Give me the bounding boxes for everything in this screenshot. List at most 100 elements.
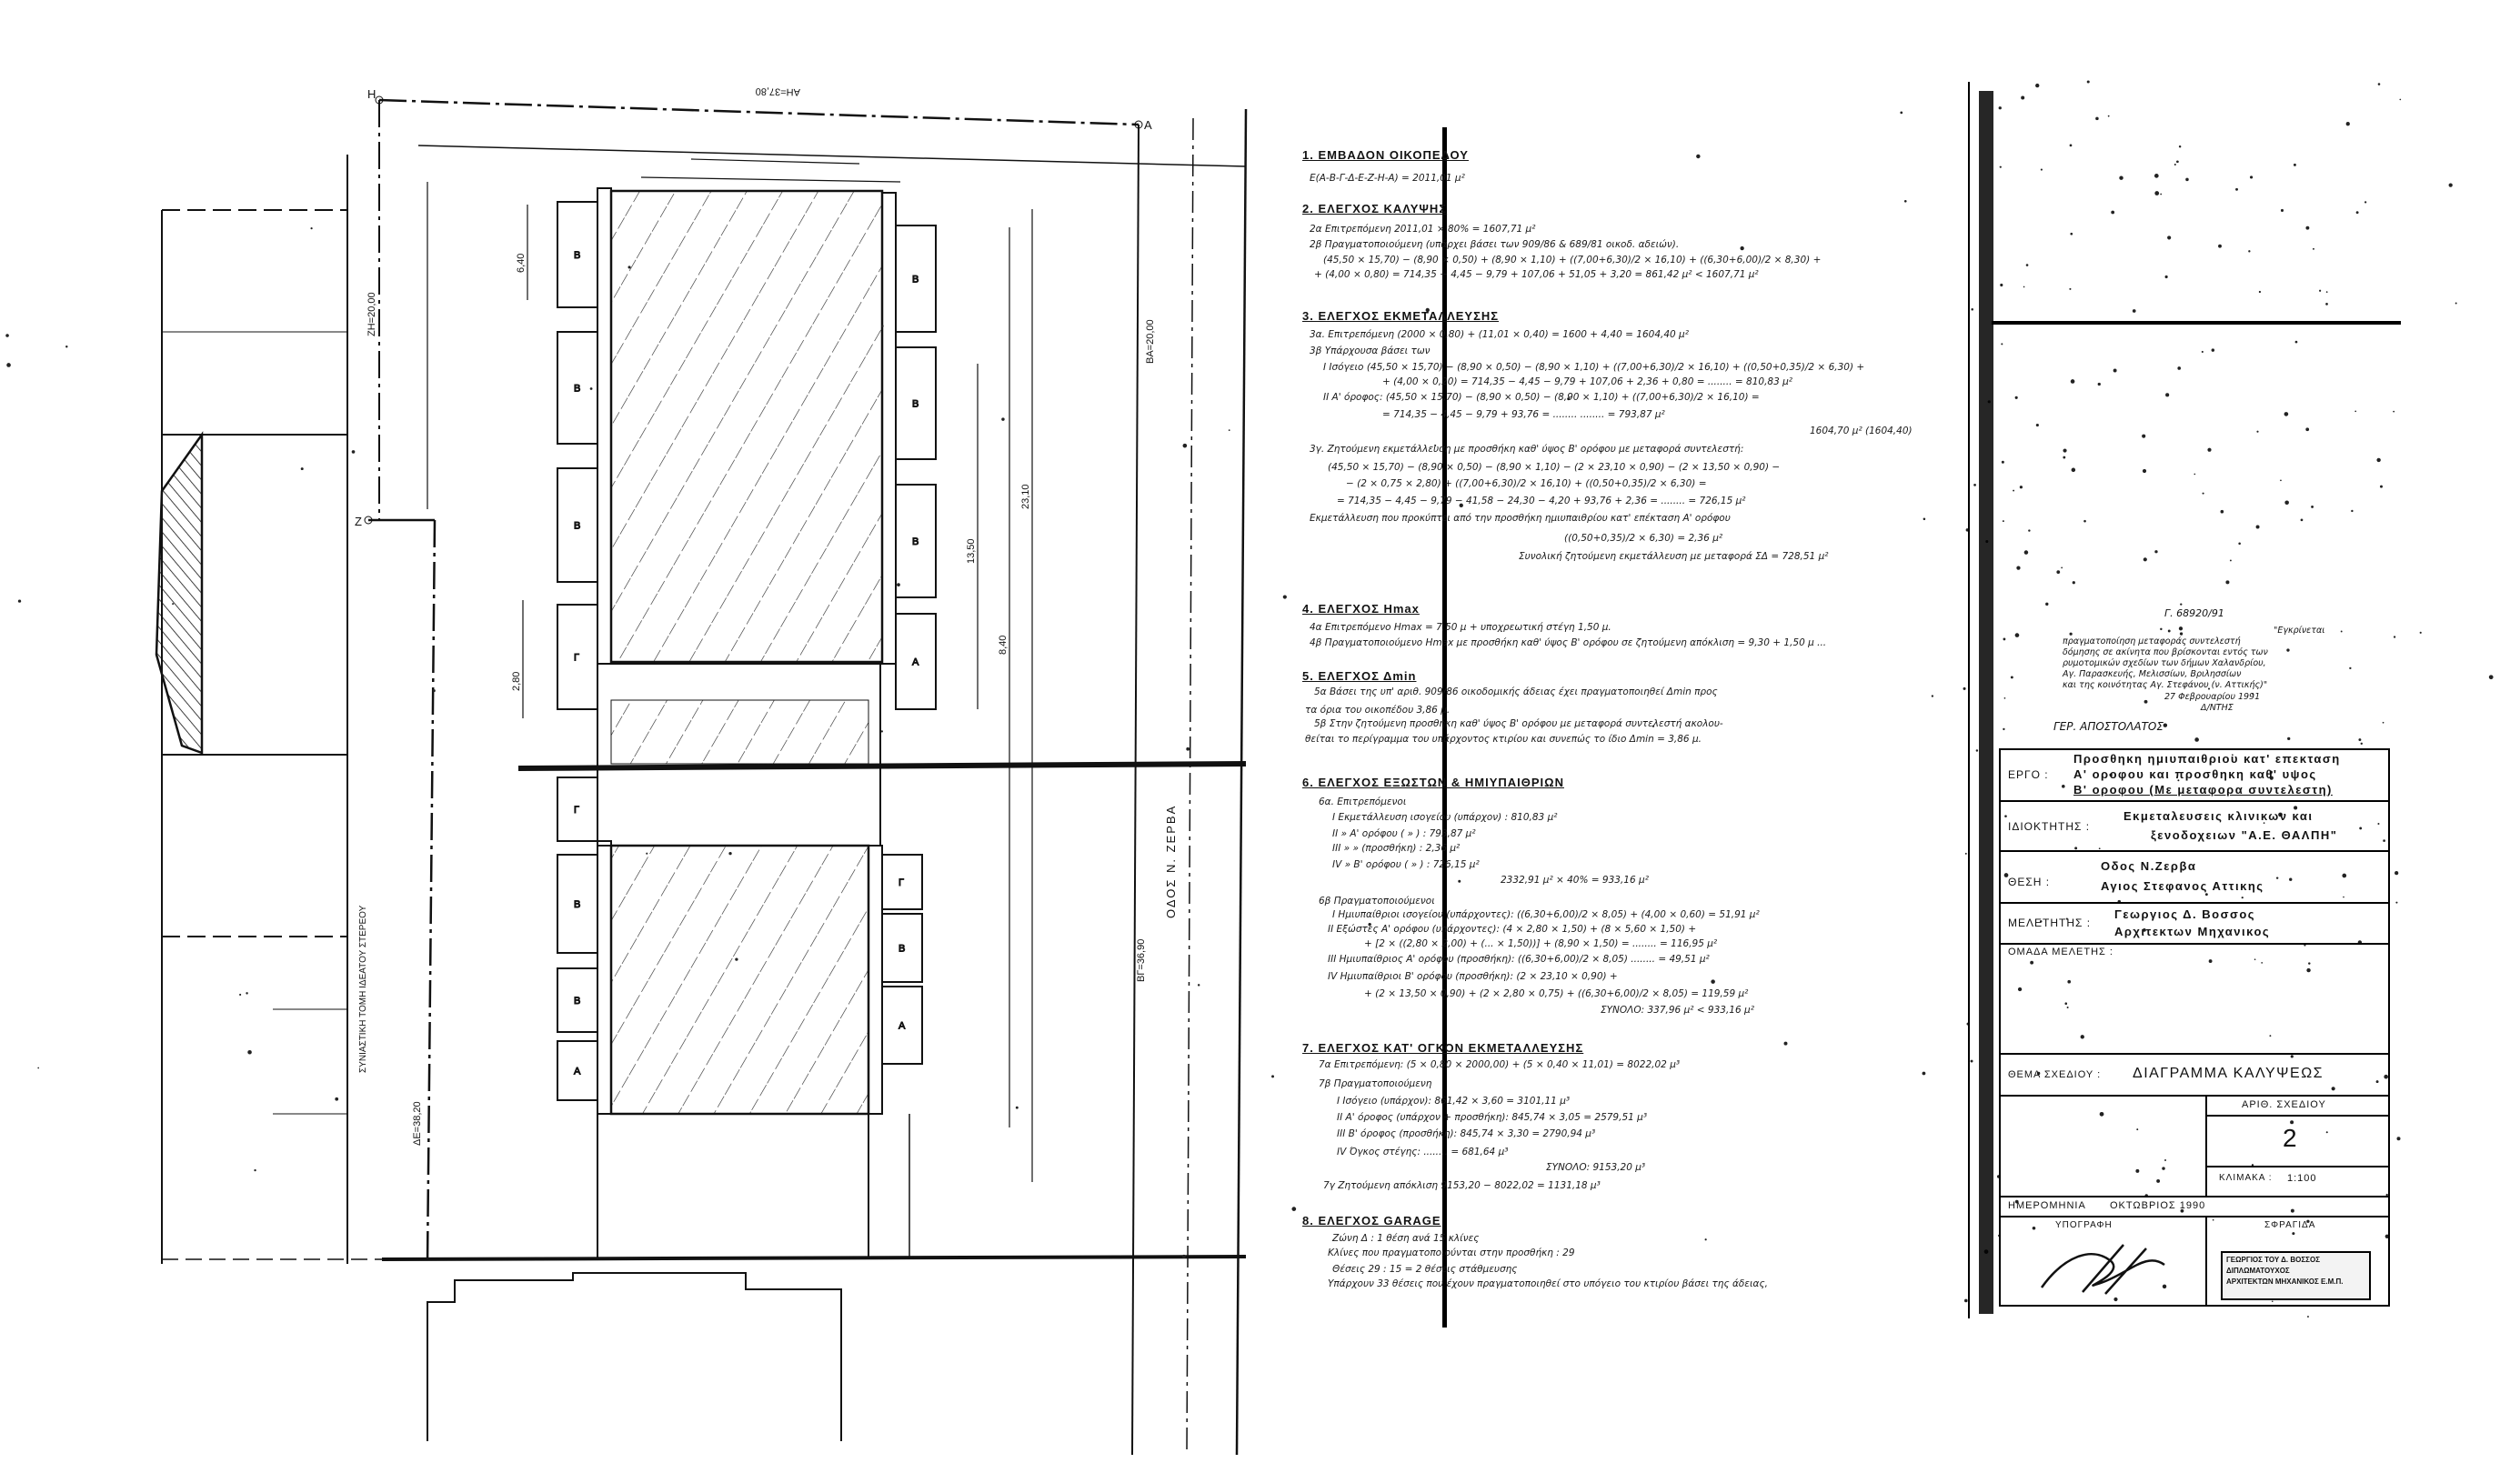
- sheet-divider-line: [1992, 321, 2401, 325]
- dimension-lines: [522, 158, 1033, 1182]
- scan-speckle: [2358, 738, 2362, 742]
- calc-section-heading: 8. ΕΛΕΓΧΟΣ GARAGE: [1302, 1214, 1441, 1227]
- calc-line: 3γ. Ζητούμενη εκμετάλλευση με προσθήκη κ…: [1310, 444, 1744, 455]
- scan-speckle: [2360, 742, 2363, 745]
- calc-line: ΙΙ Α' όροφος: (45,50 × 15,70) − (8,90 × …: [1323, 392, 1760, 403]
- scan-speckle: [2080, 1035, 2084, 1039]
- scan-speckle: [1001, 417, 1005, 421]
- dim-BG: ΒΓ=36,90: [1136, 939, 1147, 982]
- scan-speckle: [432, 689, 436, 693]
- scan-speckle: [2385, 1193, 2388, 1197]
- scan-speckle: [2065, 917, 2068, 920]
- scan-speckle: [2014, 396, 2018, 399]
- calc-line: τα όρια του οικοπέδου 3,86 μ.: [1305, 705, 1451, 716]
- scan-speckle: [2070, 232, 2073, 235]
- scan-speckle: [1931, 695, 1934, 697]
- balcony-label: Γ: [574, 653, 579, 664]
- scan-speckle: [2284, 412, 2289, 416]
- scan-speckle: [2345, 122, 2350, 126]
- balcony-label: Β: [899, 944, 905, 955]
- scan-speckle: [2177, 779, 2180, 782]
- calc-line: 6β Πραγματοποιούμενοι: [1319, 896, 1435, 907]
- calc-line: ΣΥΝΟΛΟ: 9153,20 μ³: [1546, 1162, 1646, 1173]
- balcony-label: Β: [912, 399, 919, 410]
- scan-speckle: [254, 1168, 256, 1172]
- scan-speckle: [1711, 979, 1715, 984]
- team-row: ΟΜΑΔΑ ΜΕΛΕΤΗΣ :: [2001, 945, 2388, 1055]
- scan-speckle: [2376, 457, 2381, 463]
- scan-speckle: [2278, 812, 2283, 817]
- scan-speckle: [2393, 636, 2396, 638]
- calc-line: + (4,00 × 0,20) = 714,35 − 4,45 − 9,79 +…: [1382, 376, 1793, 387]
- date-label: ΗΜΕΡΟΜΗΝΙΑ: [2008, 1200, 2086, 1211]
- calc-line: ΙΙ » Α' ορόφου ( » ) : 793,87 μ²: [1332, 828, 1476, 839]
- scan-speckle: [2002, 520, 2004, 523]
- location-line: Αγιος Στεφανος Αττικης: [2101, 879, 2264, 893]
- scan-speckle: [2377, 822, 2380, 826]
- calc-line: Υπάρχουν 33 θέσεις που έχουν πραγματοποι…: [1328, 1278, 1768, 1289]
- scan-speckle: [2023, 550, 2029, 555]
- balcony: [895, 613, 937, 710]
- balcony: [557, 1040, 598, 1101]
- sheet-edge-strip: [1979, 91, 1993, 1314]
- calc-line: 5β Στην ζητούμενη προσθήκη καθ' ύψος Β' …: [1314, 718, 1723, 729]
- lower-structure-outline: [427, 1272, 842, 1441]
- scan-speckle: [2258, 290, 2262, 294]
- calc-line: ΙΙΙ Ημιυπαίθριος Α' ορόφου (προσθήκη): (…: [1328, 954, 1710, 965]
- scan-speckle: [2178, 145, 2182, 148]
- calc-line: ΙΙΙ » » (προσθήκη) : 2,36 μ²: [1332, 843, 1461, 854]
- scan-speckle: [2375, 1080, 2379, 1084]
- calc-line: 2α Επιτρεπόμενη 2011,01 × 80% = 1607,71 …: [1310, 224, 1536, 235]
- scan-speckle: [2019, 486, 2023, 489]
- scan-speckle: [65, 345, 68, 348]
- balcony: [557, 604, 598, 710]
- scan-speckle: [2160, 193, 2163, 195]
- approval-line: "Εγκρίνεται: [2274, 626, 2325, 636]
- approval-ref: Γ. 68920/91: [2164, 607, 2224, 619]
- scan-speckle: [2384, 1234, 2389, 1238]
- scan-speckle: [2182, 868, 2184, 871]
- scan-speckle: [1970, 1059, 1973, 1063]
- scan-speckle: [2218, 244, 2222, 248]
- calc-section-heading: 3. ΕΛΕΓΧΟΣ ΕΚΜΕΤΑΛΛΕΥΣΗΣ: [1302, 309, 1500, 323]
- scan-speckle: [2225, 580, 2230, 585]
- scan-speckle: [2032, 1226, 2036, 1230]
- scan-speckle: [2202, 492, 2204, 495]
- neighbour-plot: [155, 155, 348, 1264]
- scan-speckle: [2156, 1178, 2161, 1183]
- scan-speckle: [2177, 366, 2182, 370]
- scan-speckle: [1271, 1075, 1274, 1078]
- team-label: ΟΜΑΔΑ ΜΕΛΕΤΗΣ :: [2008, 947, 2113, 957]
- handwritten-signature: [2040, 1244, 2165, 1295]
- calc-line: 3β Υπάρχουσα βάσει των: [1310, 346, 1431, 356]
- project-line: Β' οροφου (Με μεταφορα συντελεστη): [2073, 783, 2333, 797]
- scan-speckle: [2325, 1131, 2328, 1134]
- scan-speckle: [2185, 177, 2189, 182]
- scan-speckle: [2343, 896, 2344, 898]
- scan-speckle: [1182, 443, 1188, 448]
- approval-line: Αγ. Παρασκευής, Μελισσίων, Βριλησσίων: [2063, 669, 2242, 679]
- scan-speckle: [2071, 467, 2076, 473]
- scan-speckle: [2001, 460, 2004, 464]
- calc-line: = 714,35 − 4,45 − 9,79 − 41,58 − 24,30 −…: [1337, 496, 1746, 506]
- calc-line: Ζώνη Δ : 1 θέση ανά 15 κλίνες: [1332, 1233, 1480, 1244]
- scan-speckle: [2290, 1208, 2294, 1213]
- scan-speckle: [1015, 1106, 1019, 1109]
- calc-line: ΙΙΙ Β' όροφος (προσθήκη): 845,74 × 3,30 …: [1337, 1128, 1596, 1139]
- scan-speckle: [2355, 211, 2359, 215]
- scan-speckle: [5, 334, 9, 337]
- calc-line: ΣΥΝΟΛΟ: 337,96 μ² < 933,16 μ²: [1601, 1005, 1754, 1016]
- scan-seam: [517, 761, 1247, 771]
- location-row: ΘΕΣΗ : Οδος Ν.Ζερβα Αγιος Στεφανος Αττικ…: [2001, 852, 2388, 904]
- scan-speckle: [2069, 632, 2073, 636]
- scan-speckle: [2095, 116, 2099, 121]
- scan-speckle: [2154, 174, 2159, 178]
- scan-speckle: [2014, 1199, 2019, 1204]
- scan-speckle: [2003, 637, 2006, 641]
- point-H-label: Η: [367, 87, 376, 101]
- scan-speckle: [2109, 773, 2113, 777]
- balcony-label: Β: [912, 275, 919, 286]
- number-scale-row: ΑΡΙΘ. ΣΧΕΔΙΟΥ 2 ΚΛΙΜΑΚΑ : 1:100: [2001, 1097, 2388, 1197]
- scan-speckle: [2287, 736, 2291, 741]
- approval-line: και της κοινότητας Αγ. Στεφάνου (ν. Αττι…: [2063, 680, 2268, 690]
